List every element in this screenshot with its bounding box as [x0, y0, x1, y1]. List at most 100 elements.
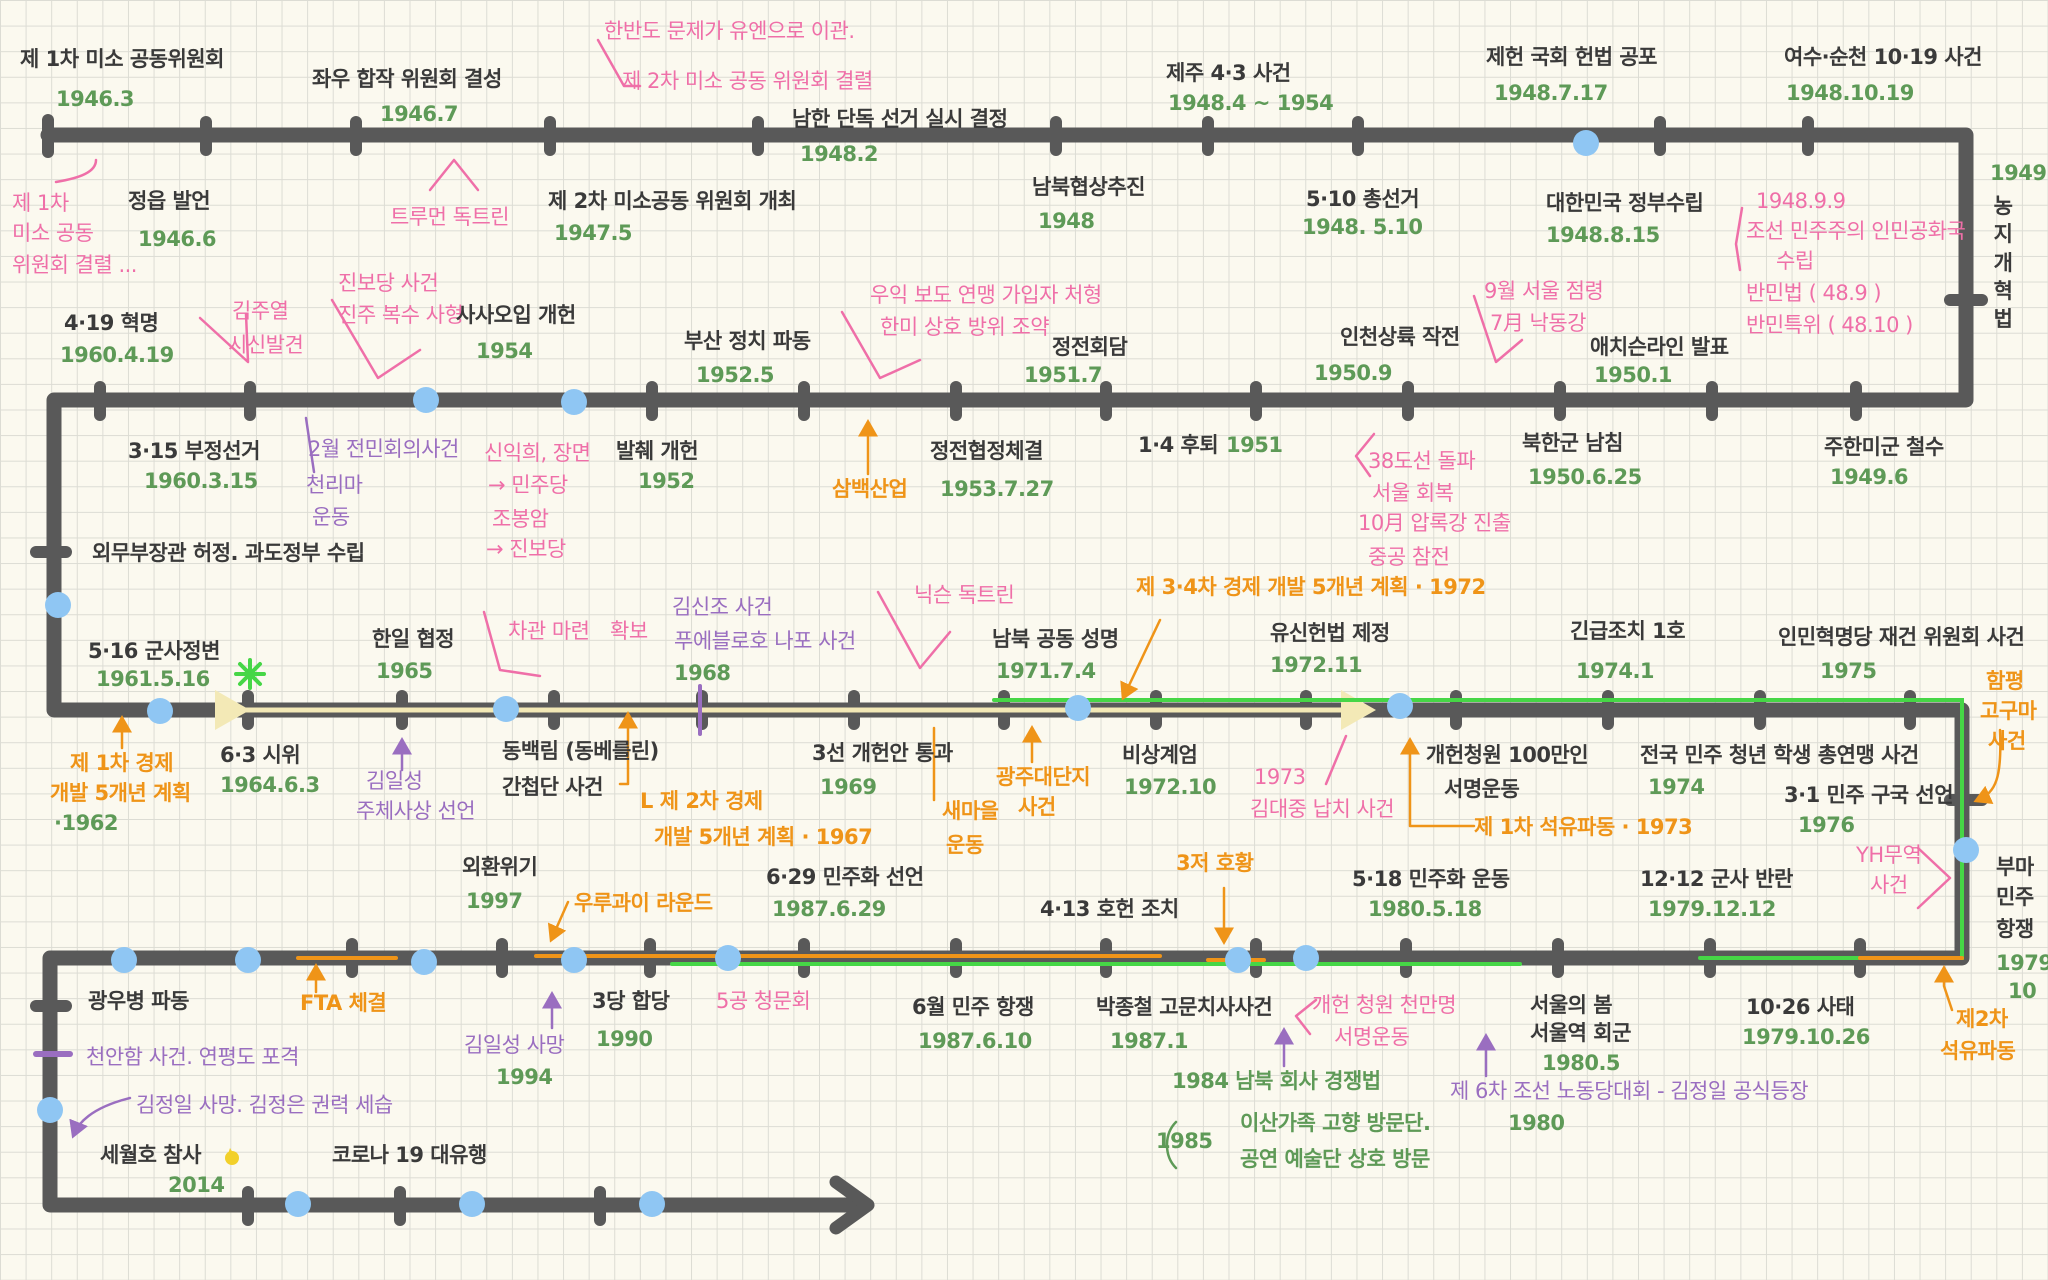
timeline-label-l99: 1975	[1820, 659, 1877, 683]
timeline-label-l142: 1987.6.29	[772, 897, 886, 921]
timeline-label-l156: 박종철 고문치사사건	[1096, 995, 1273, 1019]
timeline-label-l162: 1980.5	[1542, 1051, 1621, 1075]
timeline-label-l108: 김일성	[366, 769, 423, 793]
timeline-label-l53: 1950.9	[1314, 361, 1393, 385]
timeline-label-l17: 위원회 결렬 ...	[12, 253, 137, 277]
timeline-label-l106: 6·3 시위	[220, 743, 301, 767]
timeline-label-l58: 2월 전민회의사건	[308, 437, 459, 461]
timeline-label-l26: 1948. 5.10	[1302, 215, 1423, 239]
timeline-label-l82: 1961.5.16	[96, 667, 210, 691]
timeline-label-l165: 제2차	[1956, 1007, 2008, 1031]
timeline-label-l160: 서울의 봄	[1530, 993, 1613, 1017]
timeline-label-l45: 1952.5	[696, 363, 775, 387]
timeline-label-l59: 천리마	[306, 473, 363, 497]
timeline-label-l107: 1964.6.3	[220, 773, 320, 797]
timeline-label-l64: → 진보당	[486, 537, 566, 561]
timeline-label-l69: 삼백산업	[832, 477, 908, 501]
timeline-label-l132: 사건	[1870, 873, 1908, 897]
timeline-label-l167: 천안함 사건. 연평도 포격	[86, 1045, 299, 1069]
timeline-label-l112: L 제 2차 경제	[640, 789, 763, 813]
timeline-label-l122: 1973	[1254, 765, 1306, 789]
timeline-label-l146: 1980.5.18	[1368, 897, 1482, 921]
timeline-label-l68: 1953.7.27	[940, 477, 1054, 501]
timeline-label-l149: 광우병 파동	[88, 989, 189, 1013]
timeline-label-l88: 푸에블로호 나포 사건	[674, 629, 856, 653]
timeline-label-l35: 농지개혁법	[1993, 194, 2013, 332]
annotation-strokes	[54, 38, 2002, 1170]
timeline-label-l177: 세월호 참사	[100, 1143, 201, 1167]
timeline-label-l11: 제헌 국회 헌법 공포	[1486, 45, 1658, 69]
timeline-label-l174: 1985	[1156, 1129, 1213, 1153]
timeline-label-l28: 1948.8.15	[1546, 223, 1660, 247]
timeline-label-l63: 조봉암	[492, 507, 549, 531]
timeline-label-l51: 7月 낙동강	[1490, 311, 1587, 335]
timeline-label-l78: 주한미군 철수	[1824, 435, 1944, 459]
timeline-label-l135: 항쟁	[1996, 917, 2034, 941]
timeline-end-arrowhead	[829, 1175, 875, 1235]
timeline-label-l47: 한미 상호 방위 조약	[880, 315, 1050, 339]
timeline-label-l20: 트루먼 독트린	[390, 205, 510, 229]
timeline-label-l155: 1987.6.10	[918, 1029, 1032, 1053]
timeline-label-l49: 1951.7	[1024, 363, 1103, 387]
timeline-label-l50: 9월 서울 점령	[1484, 279, 1604, 303]
timeline-label-l124: 개헌청원 100만인	[1426, 743, 1589, 767]
timeline-label-l170: 1984 남북 회사 경쟁법	[1172, 1069, 1381, 1093]
timeline-label-l7: 남한 단독 선거 실시 결정	[792, 107, 1008, 131]
timeline-label-l100: 함평	[1986, 669, 2024, 693]
timeline-label-l18: 정읍 발언	[128, 189, 211, 213]
timeline-label-l16: 미소 공동	[12, 221, 94, 245]
timeline-label-l159: 서명운동	[1334, 1025, 1410, 1049]
timeline-label-l97: 1974.1	[1576, 659, 1655, 683]
timeline-label-l119: 사건	[1018, 795, 1056, 819]
timeline-label-l27: 대한민국 정부수립	[1546, 191, 1704, 215]
timeline-label-l23: 남북협상추진	[1032, 175, 1145, 199]
timeline-label-l128: 1974	[1648, 775, 1705, 799]
timeline-label-l151: 3당 합당	[592, 989, 670, 1013]
timeline-label-l163: 10·26 사태	[1746, 995, 1855, 1019]
timeline-label-l179: 코로나 19 대유행	[332, 1143, 487, 1167]
timeline-label-l92: 1971.7.4	[996, 659, 1096, 683]
timeline-label-l86: 확보	[610, 619, 648, 643]
timeline-label-l55: 1950.1	[1594, 363, 1673, 387]
timeline-label-l116: 새마을	[942, 799, 999, 823]
timeline-label-l147: 12·12 군사 반란	[1640, 867, 1793, 891]
timeline-label-l39: 시신발견	[228, 333, 304, 357]
timeline-label-l54: 애치슨라인 발표	[1590, 335, 1729, 359]
timeline-label-l175: 이산가족 고향 방문단.	[1240, 1111, 1431, 1135]
timeline-label-l154: 6월 민주 항쟁	[912, 995, 1034, 1019]
timeline-label-l5: 한반도 문제가 유엔으로 이관.	[604, 19, 855, 43]
timeline-label-l36: 4·19 혁명	[64, 311, 159, 335]
timeline-label-l61: 신익희, 장면	[484, 441, 591, 465]
timeline-label-l8: 1948.2	[800, 142, 879, 166]
timeline-label-l87: 김신조 사건	[672, 595, 773, 619]
timeline-label-l1: 제 1차 미소 공동위원회	[20, 47, 224, 71]
timeline-label-l143: 4·13 호헌 조치	[1040, 897, 1179, 921]
timeline-label-l75: 중공 참전	[1368, 545, 1450, 569]
timeline-label-l141: 6·29 민주화 선언	[766, 865, 924, 889]
timeline-label-l145: 5·18 민주화 운동	[1352, 867, 1510, 891]
period-overlays	[33, 684, 1964, 1057]
timeline-label-l24: 1948	[1038, 209, 1095, 233]
timeline-label-l168: 김일성 사망	[464, 1033, 565, 1057]
timeline-label-l15: 제 1차	[12, 191, 69, 215]
timeline-label-l29: 1948.9.9	[1756, 189, 1846, 213]
timeline-label-l83: 한일 협정	[372, 627, 455, 651]
timeline-label-l73: 서울 회복	[1372, 481, 1454, 505]
timeline-label-l46: 우익 보도 연맹 가입자 처형	[870, 283, 1102, 307]
timeline-label-l121: 1972.10	[1124, 775, 1217, 799]
timeline-label-l40: 진보당 사건	[338, 271, 439, 295]
timeline-label-l9: 제주 4·3 사건	[1166, 61, 1291, 85]
markers	[225, 658, 266, 1165]
timeline-label-l109: 주체사상 선언	[356, 799, 476, 823]
timeline-label-l153: 5공 청문회	[716, 989, 811, 1013]
timeline-label-l60: 운동	[312, 505, 350, 529]
timeline-label-l164: 1979.10.26	[1742, 1025, 1870, 1049]
timeline-label-l176: 공연 예술단 상호 방문	[1240, 1147, 1430, 1171]
timeline-label-l79: 1949.6	[1830, 465, 1909, 489]
timeline-label-l91: 남북 공동 성명	[992, 627, 1119, 651]
timeline-label-l136: 1979.	[1996, 951, 2048, 975]
timeline-label-l77: 1950.6.25	[1528, 465, 1642, 489]
timeline-label-l76: 북한군 남침	[1522, 431, 1623, 455]
